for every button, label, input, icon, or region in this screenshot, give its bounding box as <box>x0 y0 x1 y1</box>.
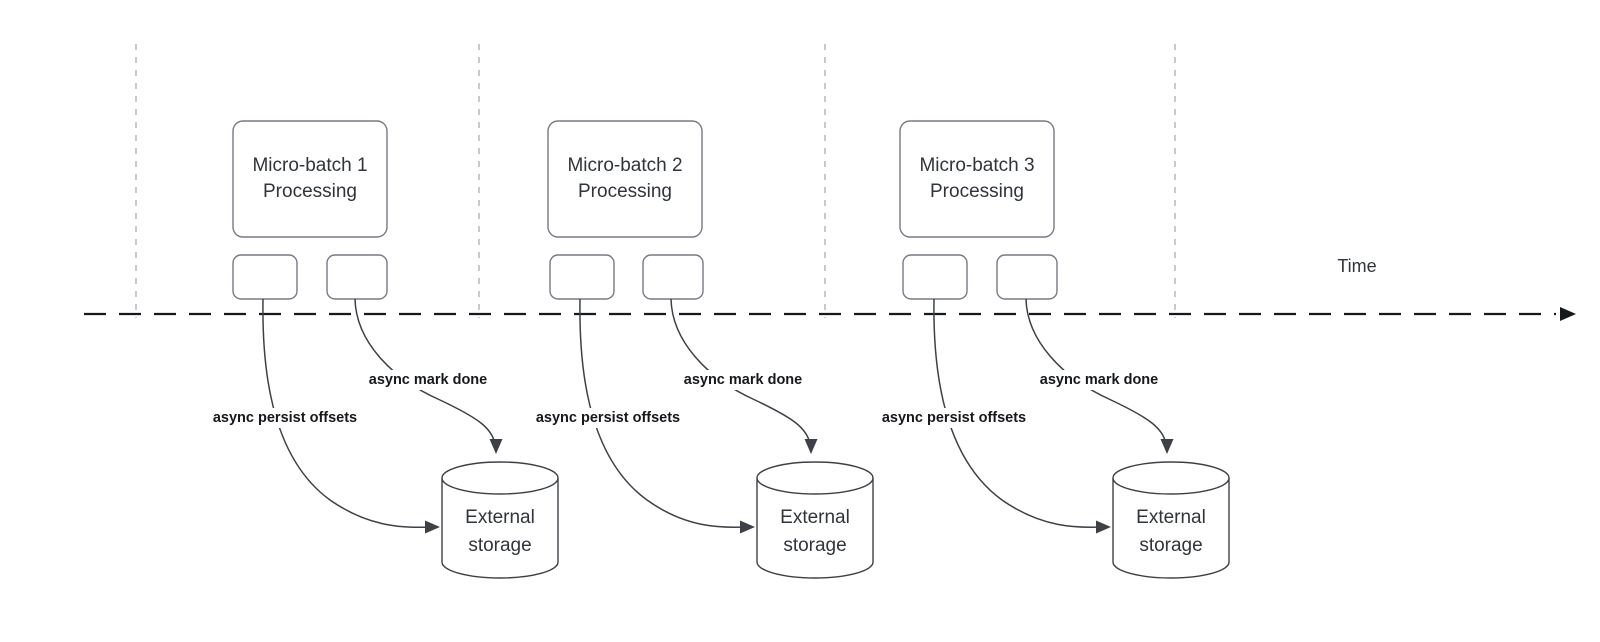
micro-batch-label-line1: Micro-batch 1 <box>252 155 367 176</box>
async-mark-done-edge: async mark done <box>1025 298 1174 454</box>
storage-cylinder-top <box>1112 461 1230 495</box>
async-mark-done-edge-label: async mark done <box>684 372 802 388</box>
async-mark-done-edge-arrowhead <box>1160 439 1174 454</box>
async-persist-offsets-edge-label-backdrop <box>203 408 367 428</box>
micro-batch-node[interactable]: Micro-batch 2 Processing <box>547 120 703 238</box>
external-storage-label-line1: External <box>780 507 850 528</box>
micro-batch-label-line2: Processing <box>578 181 672 202</box>
async-mark-done-edge-label: async mark done <box>1040 372 1158 388</box>
async-persist-offsets-edge-arrowhead <box>740 520 755 534</box>
async-persist-offsets-edge-path <box>262 298 433 529</box>
async-persist-offsets-edge: async persist offsets <box>203 298 440 534</box>
external-storage-label-line1: External <box>1136 507 1206 528</box>
external-storage-node[interactable]: External storage <box>756 461 874 579</box>
async-mark-done-edge-label-backdrop <box>1040 370 1158 390</box>
storage-cylinder-body[interactable] <box>441 478 559 579</box>
micro-batch-label-line2: Processing <box>930 181 1024 202</box>
storage-cylinder-body[interactable] <box>1112 478 1230 579</box>
async-persist-offsets-edge-label: async persist offsets <box>536 410 680 426</box>
async-persist-offsets-edge-label-backdrop <box>872 408 1036 428</box>
micro-batch-box[interactable] <box>547 120 703 238</box>
external-storage-label-line2: storage <box>783 535 846 556</box>
micro-batch-label-line1: Micro-batch 3 <box>919 155 1034 176</box>
external-storage-label-line1: External <box>465 507 535 528</box>
persist-offsets-task[interactable] <box>902 254 968 300</box>
time-axis-arrowhead <box>1560 307 1576 321</box>
async-persist-offsets-edge-arrowhead <box>425 520 440 534</box>
async-persist-offsets-edge-path <box>579 298 748 529</box>
async-persist-offsets-edge: async persist offsets <box>872 298 1111 534</box>
external-storage-node[interactable]: External storage <box>1112 461 1230 579</box>
async-mark-done-edge-label-backdrop <box>684 370 802 390</box>
async-mark-done-edge-label-backdrop <box>369 370 487 390</box>
async-persist-offsets-edge-path <box>933 298 1104 529</box>
external-storage-label-line2: storage <box>1139 535 1202 556</box>
micro-batch-node[interactable]: Micro-batch 3 Processing <box>899 120 1055 238</box>
external-storage-node[interactable]: External storage <box>441 461 559 579</box>
async-mark-done-edge-path <box>1025 298 1167 445</box>
mark-done-task[interactable] <box>326 254 388 300</box>
async-mark-done-edge-arrowhead <box>804 439 818 454</box>
async-persist-offsets-edge-label: async persist offsets <box>882 410 1026 426</box>
mark-done-task[interactable] <box>996 254 1058 300</box>
async-persist-offsets-edge: async persist offsets <box>526 298 755 534</box>
micro-batch-node[interactable]: Micro-batch 1 Processing <box>232 120 388 238</box>
micro-batch-label-line2: Processing <box>263 181 357 202</box>
async-mark-done-edge: async mark done <box>670 298 818 454</box>
group-2: Micro-batch 2 Processing async persist off… <box>526 120 874 579</box>
micro-batch-label-line1: Micro-batch 2 <box>567 155 682 176</box>
mark-done-task[interactable] <box>642 254 704 300</box>
storage-cylinder-body[interactable] <box>756 478 874 579</box>
async-mark-done-edge-path <box>354 298 496 445</box>
async-persist-offsets-edge-arrowhead <box>1096 520 1111 534</box>
async-mark-done-edge: async mark done <box>354 298 503 454</box>
micro-batch-groups: Micro-batch 1 Processing async persist off… <box>203 120 1230 579</box>
async-persist-offsets-edge-label-backdrop <box>526 408 690 428</box>
micro-batch-box[interactable] <box>232 120 388 238</box>
micro-batch-box[interactable] <box>899 120 1055 238</box>
storage-cylinder-top <box>756 461 874 495</box>
group-3: Micro-batch 3 Processing async persist off… <box>872 120 1230 579</box>
external-storage-label-line2: storage <box>468 535 531 556</box>
persist-offsets-task[interactable] <box>549 254 615 300</box>
async-mark-done-edge-label: async mark done <box>369 372 487 388</box>
group-1: Micro-batch 1 Processing async persist off… <box>203 120 559 579</box>
storage-cylinder-top <box>441 461 559 495</box>
async-mark-done-edge-path <box>670 298 811 445</box>
time-axis-group: Time <box>84 256 1576 321</box>
async-persist-offsets-edge-label: async persist offsets <box>213 410 357 426</box>
async-mark-done-edge-arrowhead <box>489 439 503 454</box>
time-axis-label: Time <box>1337 256 1376 276</box>
persist-offsets-task[interactable] <box>232 254 298 300</box>
